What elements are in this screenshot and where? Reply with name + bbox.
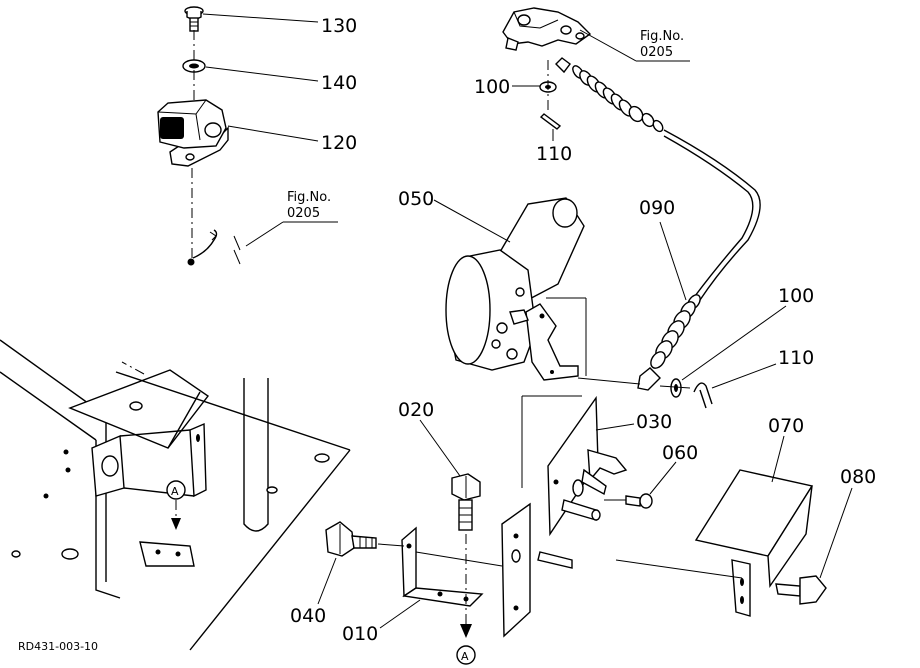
connector-wire-icon xyxy=(187,229,241,266)
drawing-code: RD431-003-10 xyxy=(18,640,98,653)
bracket-010-icon xyxy=(401,526,484,607)
bolt-080-icon xyxy=(775,575,827,605)
label-110-upper: 110 xyxy=(536,143,572,165)
plate-icon xyxy=(501,502,531,638)
fig-ref-left-line1: Fig.No. xyxy=(287,190,331,205)
marker-a-top-icon: A xyxy=(166,480,186,530)
label-030: 030 xyxy=(636,411,672,433)
label-060: 060 xyxy=(662,442,698,464)
label-050: 050 xyxy=(398,188,434,210)
marker-a-bottom-icon: A xyxy=(456,645,476,665)
cover-070-icon xyxy=(694,469,814,617)
marker-a-top-label: A xyxy=(171,485,179,498)
fig-ref-right-line2: 0205 xyxy=(640,45,673,60)
label-090: 090 xyxy=(639,197,675,219)
throttle-cable-icon xyxy=(555,57,761,391)
label-040: 040 xyxy=(290,605,326,627)
label-140: 140 xyxy=(321,72,357,94)
label-080: 080 xyxy=(840,466,876,488)
label-100-lower: 100 xyxy=(778,285,814,307)
label-110-lower: 110 xyxy=(778,347,814,369)
fig-ref-right-line1: Fig.No. xyxy=(640,29,684,44)
label-100-upper: 100 xyxy=(474,76,510,98)
label-020: 020 xyxy=(398,399,434,421)
marker-a-bottom-label: A xyxy=(461,650,469,663)
cable-bracket-top xyxy=(502,7,592,51)
machine-frame-icon xyxy=(0,339,351,651)
label-070: 070 xyxy=(768,415,804,437)
bracket-030-icon xyxy=(537,395,628,569)
washer-100-lower-icon xyxy=(670,378,682,398)
fig-ref-right: Fig.No. 0205 xyxy=(579,29,690,62)
fig-ref-left: Fig.No. 0205 xyxy=(245,190,338,247)
cotter-pin-110-upper-icon xyxy=(539,113,562,130)
cotter-pin-110-lower-icon xyxy=(693,382,713,409)
label-120: 120 xyxy=(321,132,357,154)
screw-130-icon xyxy=(184,6,204,32)
sensor-120-icon xyxy=(157,99,229,167)
sensor-assembly xyxy=(157,6,241,266)
bolt-040-icon xyxy=(325,521,377,557)
bolt-020-icon xyxy=(451,473,481,531)
label-130: 130 xyxy=(321,15,357,37)
solenoid-motor-050-icon xyxy=(445,197,585,381)
fig-ref-left-line2: 0205 xyxy=(287,206,320,221)
label-010: 010 xyxy=(342,623,378,645)
screw-060-icon xyxy=(625,493,653,509)
